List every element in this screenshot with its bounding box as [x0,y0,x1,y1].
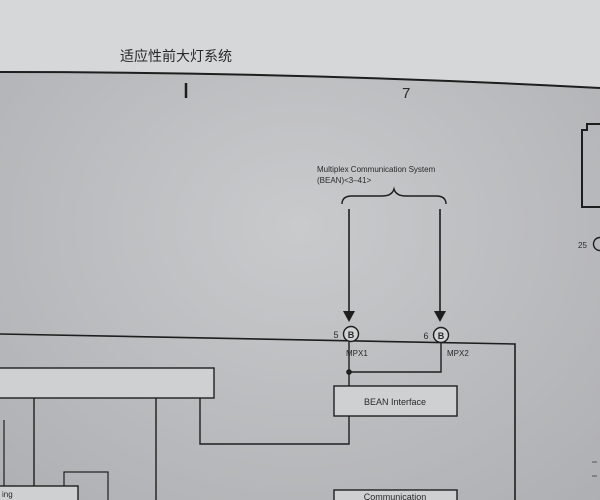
wire-interface-to-left-block [199,398,350,445]
communication-label: Communication [364,492,427,500]
header-band [0,0,600,88]
system-name-line1: Multiplex Communication System [317,165,436,174]
bean-interface-label: BEAN Interface [364,397,426,407]
arrow-head-mpx2 [434,311,446,322]
right-connector-pin: 25 [578,241,587,250]
system-name-line2: (BEAN)<3–41> [317,176,372,185]
junction-dot [346,369,352,375]
terminal-letter-mpx1: B [348,330,355,340]
terminal-signal-mpx1: MPX1 [346,349,368,358]
terminal-letter-mpx2: B [438,331,445,341]
system-brace [341,186,447,205]
right-connector-fragment [581,123,600,208]
terminal-pin-mpx2: 6 [423,331,428,341]
terminal-circle-mpx1 [342,325,360,343]
header-title: 适应性前大灯系统 [120,48,232,64]
bean-interface-box [333,385,458,417]
left-block-upper [0,367,215,399]
arrow-head-mpx1 [343,311,355,322]
terminal-pin-mpx1: 5 [333,330,338,340]
right-terminal-circle [592,236,600,252]
communication-box [333,489,458,500]
left-cutoff-label: ing [2,490,13,499]
left-block-lower [0,485,79,500]
header-divider-line [0,71,600,89]
terminal-circle-mpx2 [432,326,450,344]
wire-mpx2-to-junction [349,343,442,373]
page-number: 7 [402,85,410,102]
ecu-outline [0,333,516,500]
terminal-signal-mpx2: MPX2 [447,349,469,358]
